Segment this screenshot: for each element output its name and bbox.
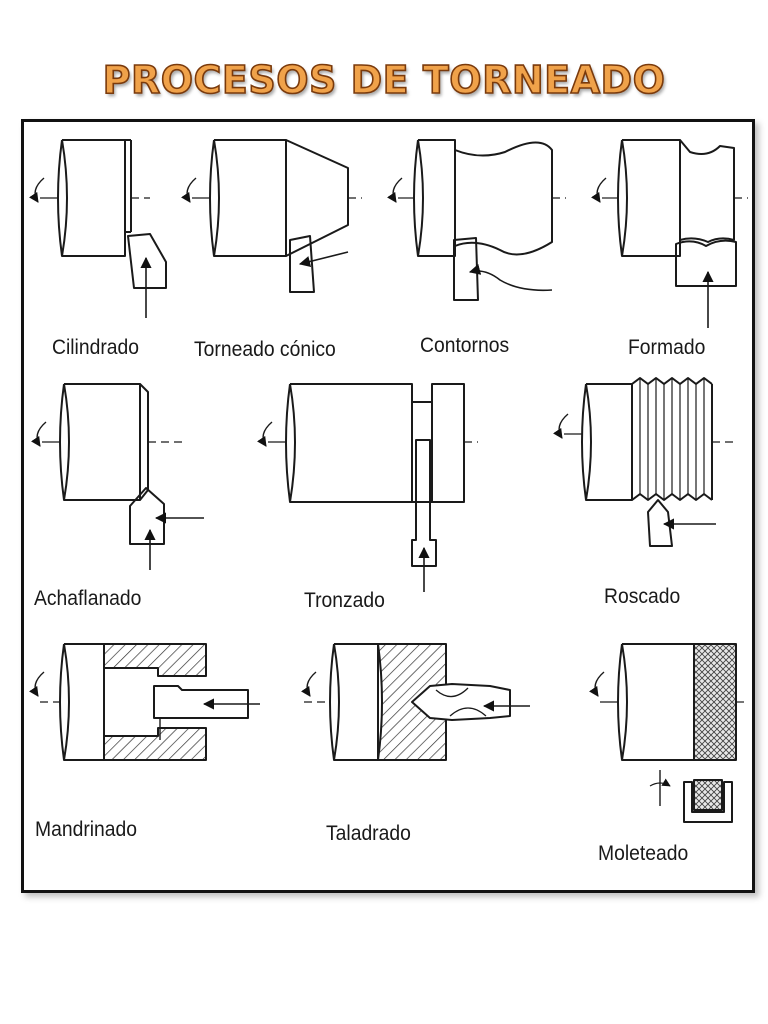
mandrinado-figure xyxy=(29,643,260,761)
taladrado-figure xyxy=(301,643,530,761)
moleteado-figure xyxy=(589,643,748,823)
label-torneado-conico: Torneado cónico xyxy=(194,338,336,361)
label-moleteado: Moleteado xyxy=(598,842,689,865)
diagram-frame xyxy=(21,119,755,893)
label-formado: Formado xyxy=(628,336,706,359)
formado-figure xyxy=(591,139,748,328)
cilindrado-figure xyxy=(29,139,167,318)
label-roscado: Roscado xyxy=(604,585,681,608)
label-taladrado: Taladrado xyxy=(326,822,411,845)
contornos-figure xyxy=(387,139,566,301)
label-tronzado: Tronzado xyxy=(304,589,385,612)
tronzado-figure xyxy=(257,383,478,592)
label-contornos: Contornos xyxy=(420,334,510,357)
label-cilindrado: Cilindrado xyxy=(52,336,139,359)
achaflanado-figure xyxy=(31,383,204,570)
torneado-conico-figure xyxy=(181,139,362,293)
roscado-figure xyxy=(553,377,738,547)
label-achaflanado: Achaflanado xyxy=(34,587,142,610)
page-title: PROCESOS DE TORNEADO xyxy=(102,57,666,103)
label-mandrinado: Mandrinado xyxy=(35,818,138,841)
